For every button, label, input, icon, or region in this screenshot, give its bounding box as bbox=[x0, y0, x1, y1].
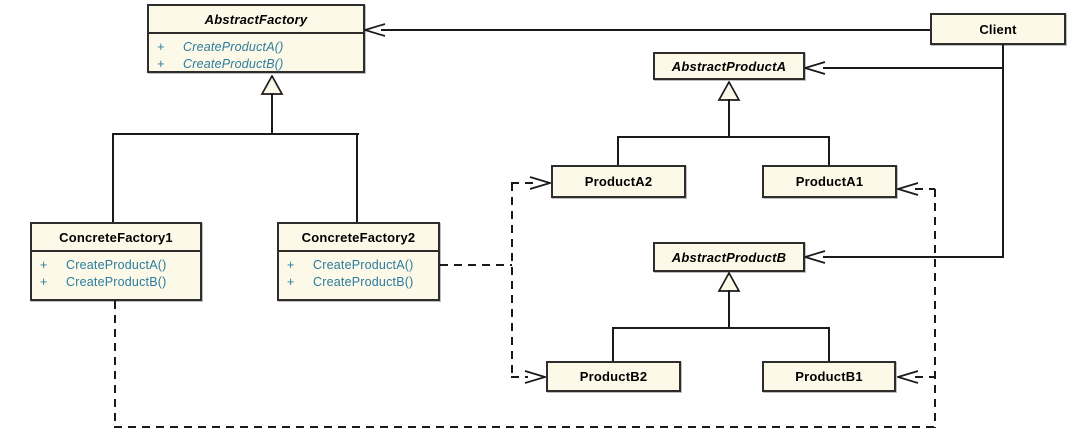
dependency-to-productb1 bbox=[915, 376, 935, 378]
association-client-to-abstractfactory bbox=[381, 29, 930, 31]
generalization-factories-stem bbox=[271, 93, 273, 135]
association-client-to-abstractproducta bbox=[823, 67, 1004, 69]
generalization-triangle-icon bbox=[260, 74, 284, 95]
methods-compartment: + CreateProductA() + CreateProductB() bbox=[149, 34, 363, 77]
methods-compartment: + CreateProductA() + CreateProductB() bbox=[32, 252, 200, 295]
class-title: ProductA2 bbox=[584, 174, 653, 189]
open-arrowhead-icon bbox=[895, 181, 919, 197]
class-node-concretefactory1[interactable]: ConcreteFactory1 + CreateProductA() + Cr… bbox=[30, 222, 202, 301]
generalization-producta-crossbar bbox=[617, 136, 830, 138]
visibility-marker: + bbox=[157, 40, 165, 54]
class-node-productb2[interactable]: ProductB2 bbox=[546, 361, 681, 392]
generalization-producta2-branch bbox=[617, 136, 619, 165]
method-row: + CreateProductB() bbox=[40, 274, 194, 291]
class-node-productb1[interactable]: ProductB1 bbox=[762, 361, 896, 392]
generalization-productb2-branch bbox=[612, 327, 614, 361]
method-signature: CreateProductB() bbox=[183, 57, 284, 71]
visibility-marker: + bbox=[287, 258, 295, 272]
association-client-trunk bbox=[1002, 45, 1004, 257]
open-arrowhead-icon bbox=[802, 60, 826, 76]
method-row: + CreateProductA() bbox=[157, 39, 357, 56]
generalization-triangle-icon bbox=[717, 271, 741, 292]
dependency-concretefactory1-down bbox=[114, 301, 116, 427]
visibility-marker: + bbox=[40, 258, 48, 272]
method-row: + CreateProductA() bbox=[287, 257, 432, 274]
dependency-to-producta2 bbox=[511, 182, 533, 184]
class-title: ProductB2 bbox=[579, 369, 648, 384]
class-node-producta2[interactable]: ProductA2 bbox=[551, 165, 686, 198]
dependency-bottom-horizontal bbox=[114, 426, 936, 428]
methods-compartment: + CreateProductA() + CreateProductB() bbox=[279, 252, 438, 295]
class-node-producta1[interactable]: ProductA1 bbox=[762, 165, 897, 198]
class-title: ConcreteFactory1 bbox=[32, 224, 200, 252]
class-title: ProductB1 bbox=[795, 369, 863, 384]
visibility-marker: + bbox=[40, 275, 48, 289]
method-row: + CreateProductB() bbox=[287, 274, 432, 291]
method-signature: CreateProductB() bbox=[313, 275, 414, 289]
method-signature: CreateProductA() bbox=[183, 40, 284, 54]
class-node-abstractproductb[interactable]: AbstractProductB bbox=[653, 242, 805, 272]
class-title: AbstractProductB bbox=[671, 249, 787, 265]
method-signature: CreateProductA() bbox=[313, 258, 414, 272]
generalization-producta1-branch bbox=[828, 136, 830, 165]
generalization-triangle-icon bbox=[717, 80, 741, 101]
generalization-productb1-branch bbox=[828, 327, 830, 361]
dependency-mid-vertical bbox=[511, 183, 513, 377]
generalization-factories-crossbar bbox=[112, 133, 359, 135]
open-arrowhead-icon bbox=[529, 175, 553, 191]
visibility-marker: + bbox=[287, 275, 295, 289]
generalization-productb-crossbar bbox=[612, 327, 830, 329]
dependency-to-producta1 bbox=[915, 188, 935, 190]
association-client-to-abstractproductb bbox=[823, 256, 1004, 258]
class-title: AbstractFactory bbox=[149, 6, 363, 34]
class-node-abstractproducta[interactable]: AbstractProductA bbox=[653, 52, 805, 80]
open-arrowhead-icon bbox=[524, 369, 548, 385]
class-title: Client bbox=[979, 21, 1017, 37]
visibility-marker: + bbox=[157, 57, 165, 71]
open-arrowhead-icon bbox=[802, 249, 826, 265]
open-arrowhead-icon bbox=[895, 369, 919, 385]
open-arrowhead-icon bbox=[362, 22, 386, 38]
generalization-concretefactory2-branch bbox=[356, 133, 358, 222]
class-title: AbstractProductA bbox=[671, 58, 787, 74]
class-title: ProductA1 bbox=[795, 174, 864, 189]
class-node-concretefactory2[interactable]: ConcreteFactory2 + CreateProductA() + Cr… bbox=[277, 222, 440, 301]
dependency-right-vertical bbox=[934, 189, 936, 428]
generalization-concretefactory1-branch bbox=[112, 133, 114, 222]
dependency-to-productb2 bbox=[511, 376, 528, 378]
method-row: + CreateProductA() bbox=[40, 257, 194, 274]
class-node-abstractfactory[interactable]: AbstractFactory + CreateProductA() + Cre… bbox=[147, 4, 365, 73]
method-row: + CreateProductB() bbox=[157, 56, 357, 73]
class-title: ConcreteFactory2 bbox=[279, 224, 438, 252]
dependency-concretefactory2-out bbox=[440, 264, 512, 266]
class-node-client[interactable]: Client bbox=[930, 13, 1066, 45]
method-signature: CreateProductA() bbox=[66, 258, 167, 272]
generalization-producta-stem bbox=[728, 99, 730, 138]
generalization-productb-stem bbox=[728, 290, 730, 329]
method-signature: CreateProductB() bbox=[66, 275, 167, 289]
